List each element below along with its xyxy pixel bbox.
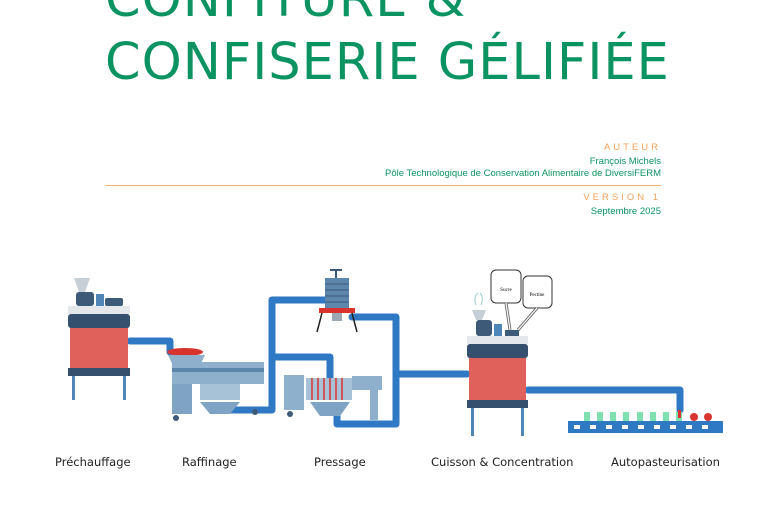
cooking-tank	[467, 292, 528, 436]
author-organization: Pôle Technologique de Conservation Alime…	[385, 168, 661, 179]
ingredient-pectin: Pectine	[530, 293, 545, 298]
vertical-press	[316, 269, 358, 333]
step-label-cooking: Cuisson & Concentration	[431, 455, 574, 469]
author-label: AUTEUR	[603, 142, 661, 153]
preheating-tank	[68, 278, 130, 400]
step-label-preheating: Préchauffage	[55, 455, 131, 469]
author-name: François Michels	[589, 156, 661, 167]
divider	[105, 185, 661, 186]
ingredient-sugar: Sucre	[500, 288, 512, 293]
step-label-pressing: Pressage	[314, 455, 366, 469]
conveyor	[568, 410, 723, 433]
filter-press	[284, 375, 382, 420]
author-block: AUTEUR François Michels Pôle Technologiq…	[385, 142, 661, 179]
version-label: VERSION 1	[583, 192, 661, 203]
title-line-1: CONFITURE &	[105, 0, 466, 25]
step-label-refining: Raffinage	[182, 455, 237, 469]
refining-machine	[167, 348, 264, 421]
pipes	[126, 296, 684, 428]
version-date: Septembre 2025	[590, 206, 661, 217]
step-label-pasteurisation: Autopasteurisation	[611, 455, 720, 469]
version-block: VERSION 1 Septembre 2025	[583, 192, 661, 217]
title-line-2: CONFISERIE GÉLIFIÉE	[105, 33, 670, 92]
ingredient-bubbles	[490, 269, 553, 331]
